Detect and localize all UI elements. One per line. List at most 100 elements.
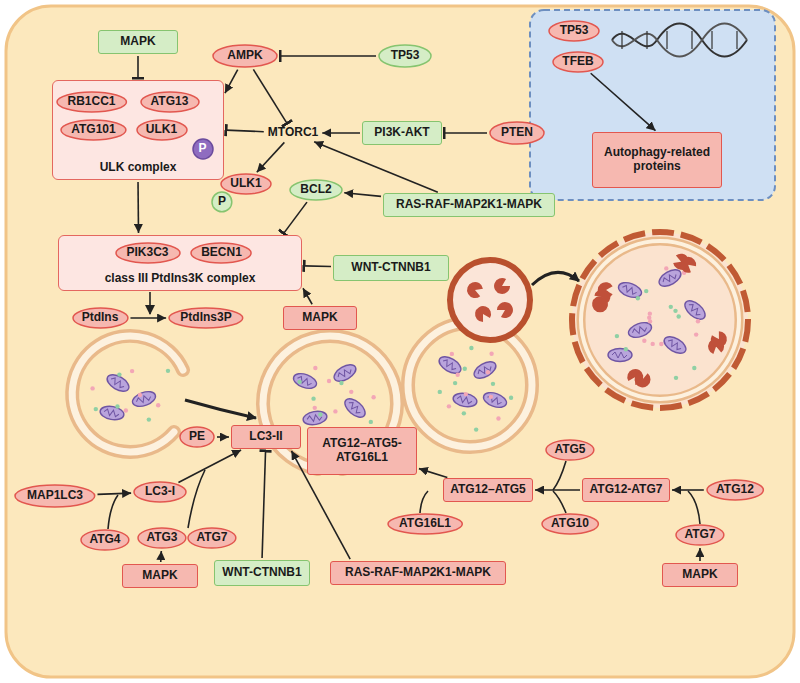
cargo-dot bbox=[138, 393, 142, 397]
node-label: WNT-CTNNB1 bbox=[222, 566, 301, 580]
cargo-dot bbox=[676, 314, 680, 318]
mitochondrion bbox=[342, 395, 369, 420]
cargo-dot bbox=[469, 346, 473, 350]
node-label: RAS-RAF-MAP2K1-MAPK bbox=[396, 198, 542, 212]
protein-ellipse: ATG4 bbox=[80, 529, 130, 551]
node-label: Autophagy-related proteins bbox=[602, 146, 712, 174]
protein-ellipse: TP53 bbox=[548, 20, 600, 42]
protein-box: MAPK bbox=[662, 563, 738, 587]
cargo-dot bbox=[333, 409, 337, 413]
lysosomal-enzyme bbox=[633, 371, 651, 388]
node-label: ATG7 bbox=[196, 531, 227, 545]
cargo-dot bbox=[647, 316, 651, 320]
protein-ellipse: ATG7 bbox=[187, 527, 237, 549]
protein-ellipse: ATG5 bbox=[545, 439, 595, 461]
protein-ellipse: PE bbox=[179, 426, 215, 448]
mitochondrion bbox=[627, 320, 654, 340]
cargo-dot bbox=[659, 342, 663, 346]
mitochondrion bbox=[471, 358, 498, 381]
protein-ellipse: ULK1 bbox=[136, 119, 188, 141]
phospho-circle: P bbox=[192, 138, 214, 160]
node-label: LC3-I bbox=[145, 485, 175, 499]
protein-box: MAPK bbox=[122, 564, 198, 588]
node-label: RB1CC1 bbox=[67, 95, 115, 109]
node-label: ATG7 bbox=[684, 528, 715, 542]
activation-arrow bbox=[130, 317, 166, 319]
node-label: P bbox=[198, 142, 206, 156]
node-label: PI3K-AKT bbox=[374, 126, 429, 140]
mitochondrion bbox=[608, 349, 632, 362]
cargo-dot bbox=[349, 390, 353, 394]
node-label: MTORC1 bbox=[268, 126, 318, 140]
node-label: ULK1 bbox=[230, 177, 261, 191]
mitochondrion bbox=[99, 405, 125, 422]
protein-box: ATG12-ATG7 bbox=[582, 478, 670, 502]
node-label: P bbox=[218, 195, 226, 209]
cargo-dot bbox=[694, 332, 698, 336]
complex-label: MTORC1 bbox=[266, 125, 320, 141]
protein-ellipse: PIK3C3 bbox=[115, 242, 181, 264]
process-arrows bbox=[185, 272, 579, 448]
node-label: TP53 bbox=[391, 49, 420, 63]
activation-arrow bbox=[160, 551, 162, 562]
inhibition-line bbox=[262, 451, 265, 558]
cargo-dot bbox=[474, 427, 478, 431]
lysosomal-enzyme bbox=[472, 303, 493, 324]
protein-box: PI3K-AKT bbox=[362, 121, 442, 145]
activation-arrow bbox=[217, 436, 229, 438]
cargo-dot bbox=[166, 369, 170, 373]
activation-arrow bbox=[535, 489, 580, 491]
cargo-dot bbox=[297, 380, 301, 384]
inhibition-line bbox=[444, 132, 487, 134]
complex-box: ULK complexRB1CC1ATG13ATG101ULK1P bbox=[52, 80, 224, 180]
cargo-dot bbox=[642, 339, 646, 343]
inhibition-line bbox=[280, 55, 376, 57]
node-label: MAPK bbox=[142, 569, 177, 583]
node-label: ATG12 bbox=[716, 483, 754, 497]
cargo-dot bbox=[453, 381, 457, 385]
cargo-dot bbox=[489, 395, 493, 399]
node-label: ATG3 bbox=[146, 531, 177, 545]
cargo-dot bbox=[696, 319, 700, 323]
cargo-dot bbox=[486, 370, 490, 374]
activation-arrow bbox=[591, 73, 656, 130]
activation-arrow bbox=[344, 193, 381, 197]
protein-ellipse: ATG13 bbox=[140, 91, 200, 113]
node-label: PtdIns3P bbox=[180, 311, 231, 325]
cargo-dot bbox=[369, 420, 373, 424]
inhibition-line bbox=[226, 130, 264, 132]
cargo-dot bbox=[692, 366, 696, 370]
node-label: MAPK bbox=[682, 568, 717, 582]
mitochondrion bbox=[131, 389, 158, 409]
node-label: AMPK bbox=[227, 49, 262, 63]
mitochondrion bbox=[104, 371, 131, 394]
cargo-dot bbox=[644, 289, 648, 293]
lysosomal-enzyme bbox=[495, 299, 516, 320]
mitochondrion bbox=[617, 280, 644, 300]
activation-arrow bbox=[419, 469, 447, 478]
autophagosome bbox=[408, 323, 532, 447]
node-label: MAPK bbox=[120, 35, 155, 49]
protein-ellipse: PtdIns3P bbox=[168, 307, 244, 329]
activation-arrow bbox=[97, 493, 131, 494]
node-label: RAS-RAF-MAP2K1-MAPK bbox=[345, 566, 491, 580]
cargo-dot bbox=[674, 376, 678, 380]
cargo-dot bbox=[636, 296, 640, 300]
cargo-dot bbox=[615, 334, 619, 338]
cargo-dot bbox=[156, 403, 160, 407]
activation-arrow bbox=[672, 489, 704, 491]
cargo-dot bbox=[669, 305, 673, 309]
protein-ellipse: TFEB bbox=[552, 51, 604, 73]
protein-ellipse: MAP1LC3 bbox=[14, 484, 96, 508]
node-label: ATG101 bbox=[71, 123, 115, 137]
cargo-dot bbox=[624, 347, 628, 351]
lysosomal-enzyme bbox=[708, 329, 729, 350]
dna-helix bbox=[612, 24, 747, 57]
protein-box: Autophagy-related proteins bbox=[592, 132, 722, 188]
node-label: BECN1 bbox=[201, 246, 242, 260]
protein-ellipse: AMPK bbox=[212, 44, 278, 68]
protein-ellipse: LC3-I bbox=[133, 481, 187, 503]
cargo-dot bbox=[147, 417, 151, 421]
lysosomal-enzyme bbox=[491, 276, 512, 297]
